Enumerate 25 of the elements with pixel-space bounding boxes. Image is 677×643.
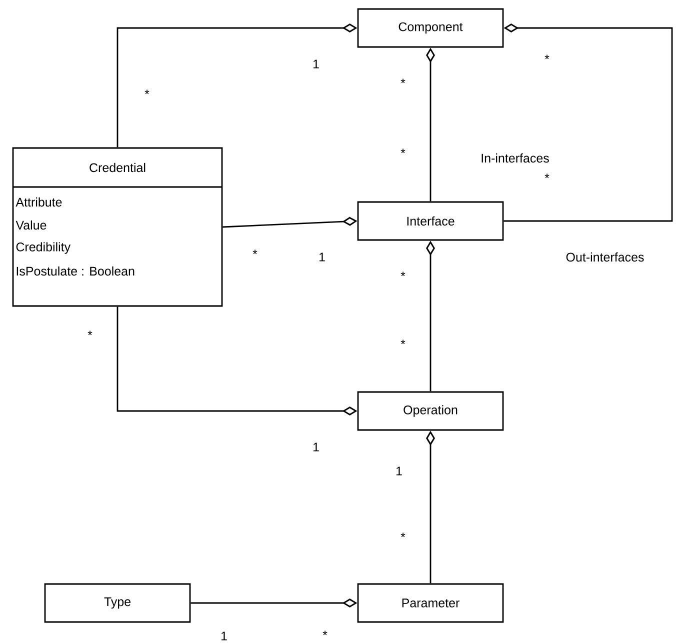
multiplicity: *	[400, 532, 406, 538]
class-box: Credential Attribute Value Credibility IsPostulate : Boolean	[12, 147, 223, 307]
multiplicity: 1	[396, 466, 402, 476]
multiplicity: *	[252, 250, 258, 254]
multiplicity: 1	[313, 442, 319, 452]
multiplicity: *	[544, 54, 550, 60]
multiplicity: *	[544, 174, 550, 178]
edge-label: Out-interfaces	[564, 251, 646, 263]
aggregation-line	[504, 24, 673, 222]
multiplicity: *	[144, 90, 150, 94]
class-box: Interface	[357, 201, 504, 241]
multiplicity: *	[322, 630, 328, 636]
multiplicity: *	[400, 272, 406, 276]
multiplicity: *	[88, 330, 92, 336]
multiplicity: 1	[221, 632, 227, 640]
multiplicity: 1	[313, 60, 319, 68]
class-box: Operation	[357, 391, 504, 431]
multiplicity: *	[400, 148, 406, 154]
multiplicity: *	[400, 340, 406, 344]
class-box: Type	[44, 583, 191, 623]
edge-label: In-interfaces	[480, 152, 550, 164]
multiplicity: 1	[319, 252, 325, 262]
class-box: Parameter	[357, 583, 504, 623]
multiplicity: *	[400, 78, 406, 84]
class-box: Component	[357, 8, 504, 48]
